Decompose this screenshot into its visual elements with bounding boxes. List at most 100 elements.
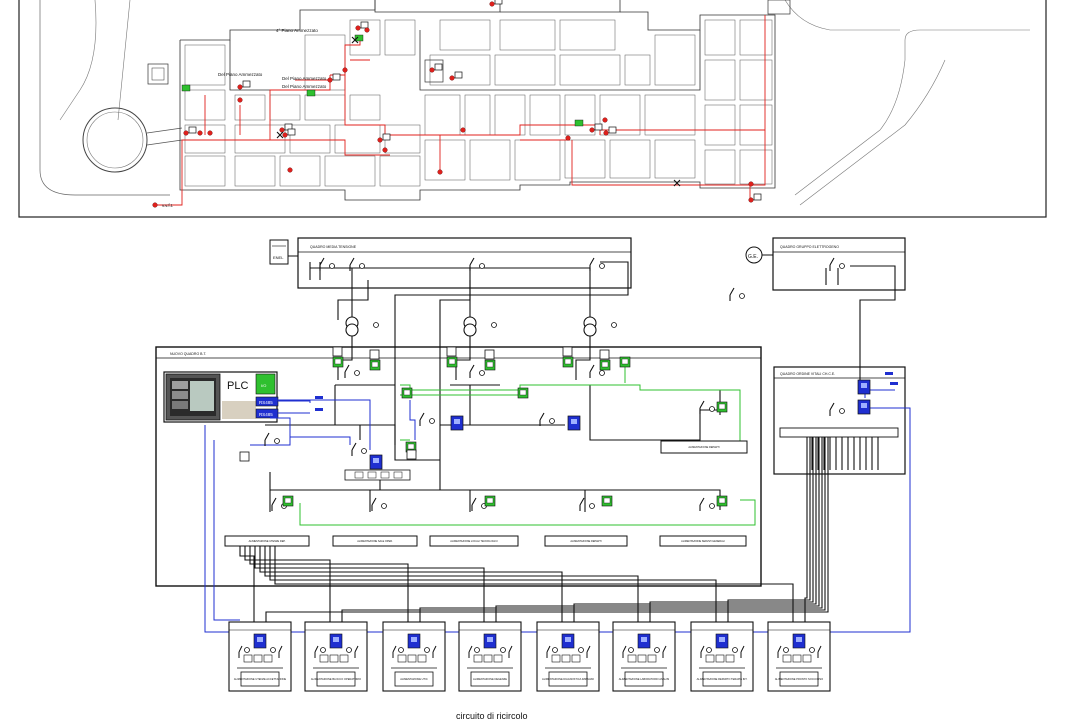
terminal-block	[263, 654, 273, 663]
route-node	[589, 127, 595, 133]
controller-display	[719, 637, 725, 642]
room	[234, 124, 286, 154]
meter-box	[369, 349, 380, 360]
route-node	[364, 27, 370, 33]
terminal-block	[329, 654, 339, 663]
room	[464, 94, 491, 136]
control-unit-icon	[608, 126, 617, 134]
site-outline	[39, 0, 170, 196]
room	[439, 19, 491, 51]
room	[704, 19, 736, 56]
power-wiring	[239, 261, 896, 622]
room	[334, 124, 381, 154]
route-node	[460, 127, 466, 133]
sub-feeder	[274, 546, 794, 622]
rs485-label-1: RS485	[259, 400, 273, 405]
sub-panel-label: ALIMENTAZIONE BLOCCO OPERATORIO	[311, 677, 361, 681]
room	[289, 124, 331, 154]
terminal-block	[571, 654, 581, 663]
controller-display	[796, 637, 802, 642]
plan-label: Del Piano Ammezzato	[218, 72, 263, 77]
sub-panel-label: ALIMENTAZIONE LABORATORIO ANALISI	[619, 677, 670, 681]
controller-display	[861, 383, 867, 388]
meter-icon	[783, 647, 789, 653]
aux-device-screen	[284, 497, 292, 504]
room	[644, 94, 696, 136]
plc-io-label: I/O	[261, 383, 266, 388]
valve-icon	[673, 179, 681, 187]
signal-tag	[315, 396, 323, 399]
breaker-icon	[829, 402, 835, 416]
meter-icon	[628, 647, 634, 653]
signal-line	[409, 400, 416, 440]
feeder-bus	[429, 535, 519, 547]
terminal-block	[417, 654, 427, 663]
room	[609, 139, 651, 179]
room	[384, 19, 416, 56]
rs485-label-2: RS485	[259, 412, 273, 417]
meter-box	[406, 449, 417, 460]
control-unit-icon	[360, 21, 369, 29]
room	[654, 139, 696, 179]
sub-panel-label-box	[316, 671, 356, 687]
cross-feeder	[727, 437, 811, 622]
aux-line	[620, 364, 626, 383]
aux-device-screen	[334, 358, 342, 365]
meter-box	[562, 346, 573, 357]
breaker-icon	[469, 364, 475, 378]
meter-icon	[599, 263, 605, 269]
aux-device-screen	[718, 403, 726, 410]
meter-icon	[354, 370, 360, 376]
plan-label: 4° Piano Ammezzato	[276, 28, 318, 33]
breaker-icon	[699, 497, 705, 511]
route-node	[183, 130, 189, 136]
plc-io-module	[255, 373, 276, 395]
terminal-block	[354, 471, 364, 479]
signal-line	[270, 399, 371, 450]
feeder-bus	[660, 440, 748, 454]
transformer-symbol	[463, 323, 477, 337]
breaker-icon	[622, 645, 667, 658]
sub-panel-label: ALIMENTAZIONE PRONTO SOCCORSO	[775, 677, 823, 681]
feeder-bus-label: ALIMENTAZIONE REPARTI	[570, 540, 602, 543]
aux-device-screen	[564, 358, 572, 365]
wall	[419, 30, 701, 91]
breaker-icon	[700, 645, 745, 658]
aux-device-screen	[486, 361, 494, 368]
sub-panel-label: ALIMENTAZIONE DEGENZE	[473, 677, 507, 681]
room	[424, 139, 466, 181]
sub-panel: ALIMENTAZIONE BLOCCO OPERATORIO	[304, 621, 368, 692]
feeder-bus-label: ALIMENTAZIONE UTENZE DEP.	[249, 540, 286, 543]
control-unit-icon	[188, 126, 197, 134]
sub-feeder	[259, 546, 563, 622]
meter-icon	[479, 370, 485, 376]
room	[499, 19, 556, 51]
breaker-icon	[271, 497, 277, 511]
internal-bus	[344, 469, 411, 481]
sub-panel: ALIMENTAZIONE DEGENZE	[458, 621, 522, 692]
roundabout	[82, 107, 148, 173]
signal-line	[250, 437, 291, 446]
aux-line	[400, 384, 741, 450]
signal-tag	[885, 372, 893, 375]
signal-line	[213, 440, 240, 621]
room-partitions	[184, 19, 773, 187]
wall	[374, 0, 501, 13]
sub-panel: ALIMENTAZIONE UTIC	[382, 621, 446, 692]
room	[529, 94, 561, 136]
transformer-symbol	[345, 323, 359, 337]
route-node	[377, 137, 383, 143]
control-unit-icon	[454, 71, 463, 79]
aux-device-screen	[519, 389, 527, 396]
room	[704, 59, 736, 101]
room	[494, 94, 526, 136]
route-node	[282, 132, 288, 138]
busbars: ALIMENTAZIONE UTENZE DEP.ALIMENTAZIONE S…	[224, 440, 748, 547]
sub-panel: ALIMENTAZIONE DIAGNOSTICA IMMAGINI	[536, 621, 600, 692]
room	[379, 155, 421, 187]
tie-line	[439, 280, 471, 460]
meter-box	[599, 349, 610, 360]
sub-panel: ALIMENTAZIONE UTENZE ACCETTAZIONE	[228, 621, 292, 692]
meter-icon	[578, 647, 584, 653]
lv-feeder	[337, 336, 353, 380]
